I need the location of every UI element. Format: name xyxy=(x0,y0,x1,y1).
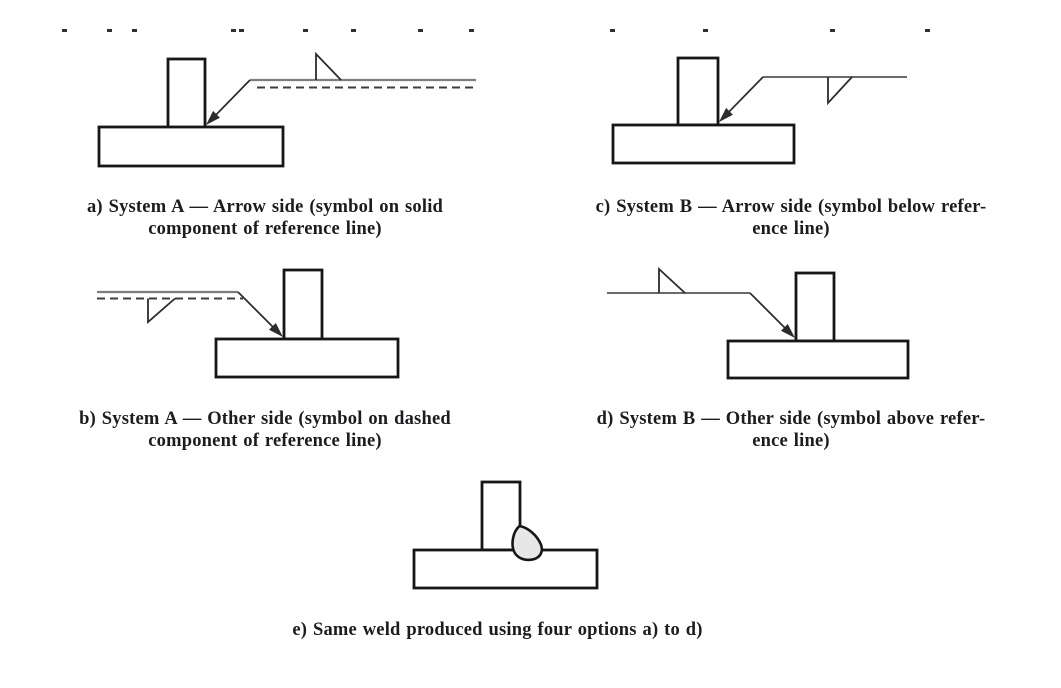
cropped-text-fragment xyxy=(703,29,708,32)
arrowhead-icon xyxy=(269,323,283,337)
caption-d: d) System B — Other side (symbol above r… xyxy=(541,408,1041,452)
cropped-text-fragment xyxy=(925,29,930,32)
cropped-text-fragment xyxy=(231,29,236,32)
figure-panel-d xyxy=(595,255,925,390)
vertical-plate xyxy=(676,56,720,127)
arrowhead-icon xyxy=(206,110,220,125)
fillet-weld-symbol-below-line xyxy=(827,76,853,106)
cropped-text-fragment xyxy=(62,29,67,32)
vertical-plate xyxy=(166,57,207,130)
caption-c-line1: c) System B — Arrow side (symbol below r… xyxy=(595,197,987,217)
horizontal-plate xyxy=(611,123,796,165)
panel-e-diagram xyxy=(412,480,599,590)
cropped-text-fragment xyxy=(351,29,356,32)
caption-c-line2: ence line) xyxy=(752,219,830,239)
figure-panel-e xyxy=(400,470,660,600)
figure-panel-a xyxy=(85,40,495,175)
caption-b-line1: b) System A — Other side (symbol on dash… xyxy=(79,409,451,429)
fillet-weld-symbol-on-dashed-line xyxy=(147,297,176,324)
panel-c-diagram xyxy=(611,56,907,165)
cropped-text-fragment xyxy=(107,29,112,32)
caption-a-line2: component of reference line) xyxy=(148,219,382,239)
caption-a-line1: a) System A — Arrow side (symbol on soli… xyxy=(86,197,444,217)
cropped-text-fragment xyxy=(303,29,308,32)
cropped-text-fragment xyxy=(418,29,423,32)
horizontal-plate xyxy=(97,125,285,168)
horizontal-plate xyxy=(214,337,400,379)
horizontal-plate xyxy=(412,548,599,590)
weld-bead xyxy=(511,524,544,562)
caption-b: b) System A — Other side (symbol on dash… xyxy=(15,408,515,452)
caption-e-line1: e) Same weld produced using four options… xyxy=(292,620,703,640)
caption-e: e) Same weld produced using four options… xyxy=(0,619,995,641)
caption-a: a) System A — Arrow side (symbol on soli… xyxy=(15,196,515,240)
fillet-weld-symbol xyxy=(315,51,342,81)
panel-a-diagram xyxy=(97,51,476,168)
vertical-plate xyxy=(282,268,324,341)
cropped-text-fragment xyxy=(830,29,835,32)
figure-panel-b xyxy=(80,255,420,390)
caption-d-line1: d) System B — Other side (symbol above r… xyxy=(596,409,986,429)
fillet-weld-symbol-above-line xyxy=(658,266,686,294)
cropped-text-fragment xyxy=(132,29,137,32)
caption-c: c) System B — Arrow side (symbol below r… xyxy=(541,196,1041,240)
caption-b-line2: component of reference line) xyxy=(148,431,382,451)
panel-b-diagram xyxy=(97,268,400,379)
horizontal-plate xyxy=(726,339,910,380)
cropped-text-fragments xyxy=(0,0,1061,34)
arrowhead-icon xyxy=(781,324,795,338)
panel-d-diagram xyxy=(607,266,910,380)
caption-d-line2: ence line) xyxy=(752,431,830,451)
arrowhead-icon xyxy=(719,107,733,122)
figure-panel-c xyxy=(600,40,930,170)
vertical-plate xyxy=(794,271,836,343)
cropped-text-fragment xyxy=(610,29,615,32)
cropped-text-fragment xyxy=(239,29,244,32)
cropped-text-fragment xyxy=(469,29,474,32)
